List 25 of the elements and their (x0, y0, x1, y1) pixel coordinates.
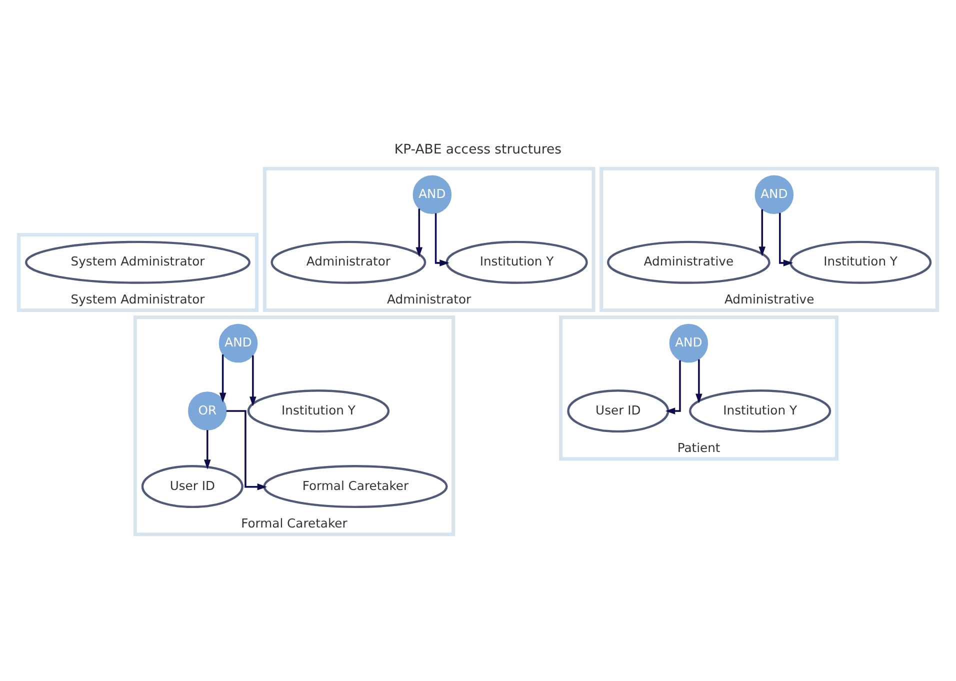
node-ellipse: Administrative (606, 240, 770, 284)
arrow (219, 354, 226, 402)
node-ellipse: Institution Y (688, 390, 832, 433)
node-ellipse: User ID (141, 465, 244, 508)
node-circle: AND (412, 175, 452, 214)
arrow (250, 355, 256, 406)
arrow (226, 410, 268, 490)
node-circle: AND (754, 175, 794, 214)
diagram-title: KP-ABE access structures (394, 142, 562, 158)
arrow (416, 208, 423, 257)
node-circle: AND (218, 324, 258, 363)
node-circle: AND (669, 324, 708, 363)
arrow (779, 212, 794, 266)
node-ellipse: Institution Y (247, 390, 390, 433)
node-ellipse: System Administrator (25, 240, 250, 284)
node-ellipse: User ID (567, 390, 670, 433)
arrow (665, 360, 681, 414)
arrow (204, 430, 211, 470)
node-ellipse: Formal Caretaker (263, 465, 448, 508)
node-ellipse: Institution Y (789, 240, 932, 284)
arrow (434, 213, 450, 266)
node-ellipse: Institution Y (446, 240, 588, 284)
arrow (696, 359, 702, 404)
arrow (758, 209, 766, 256)
node-ellipse: Administrator (270, 240, 426, 284)
